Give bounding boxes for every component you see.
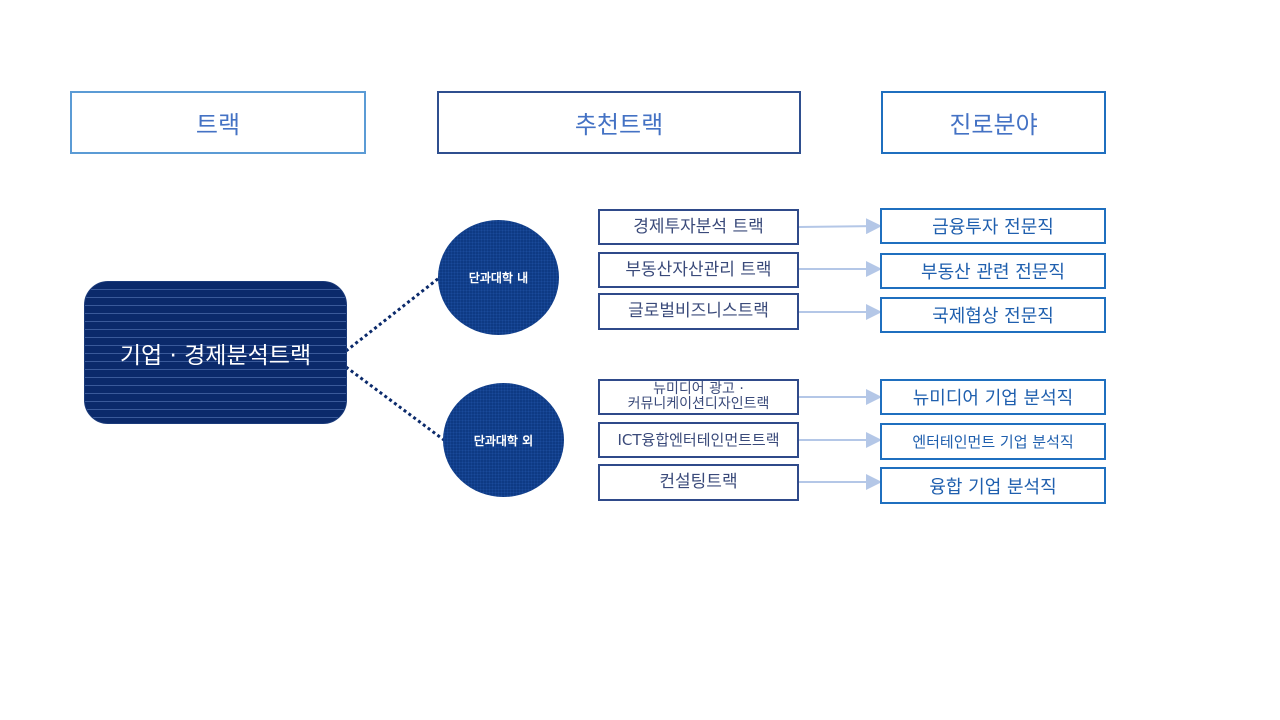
track-label-line1: 뉴미디어 광고 ·	[653, 380, 744, 397]
track-box: 경제투자분석 트랙	[598, 209, 799, 245]
dotted-connector-outside	[345, 365, 445, 442]
group-inside-college: 단과대학 내	[438, 220, 559, 335]
career-box: 국제협상 전문직	[880, 297, 1106, 333]
track-label-line2: 커뮤니케이션디자인트랙	[627, 396, 770, 412]
career-box: 부동산 관련 전문직	[880, 253, 1106, 289]
arrow	[798, 218, 882, 235]
track-box: 컨설팅트랙	[598, 464, 799, 501]
track-box: 글로벌비즈니스트랙	[598, 293, 799, 330]
track-box: 뉴미디어 광고 · 커뮤니케이션디자인트랙	[598, 379, 799, 415]
header-track: 트랙	[70, 91, 366, 154]
career-box: 융합 기업 분석직	[880, 467, 1106, 504]
track-box: ICT융합엔터테인먼트트랙	[598, 422, 799, 458]
career-box: 뉴미디어 기업 분석직	[880, 379, 1106, 415]
main-track-box: 기업 · 경제분석트랙	[84, 281, 347, 424]
career-box: 엔터테인먼트 기업 분석직	[880, 423, 1106, 460]
header-recommended-track: 추천트랙	[437, 91, 801, 154]
dotted-connector-inside	[345, 276, 440, 353]
career-box: 금융투자 전문직	[880, 208, 1106, 244]
group-outside-college: 단과대학 외	[443, 383, 564, 497]
header-career-field: 진로분야	[881, 91, 1106, 154]
track-box: 부동산자산관리 트랙	[598, 252, 799, 288]
